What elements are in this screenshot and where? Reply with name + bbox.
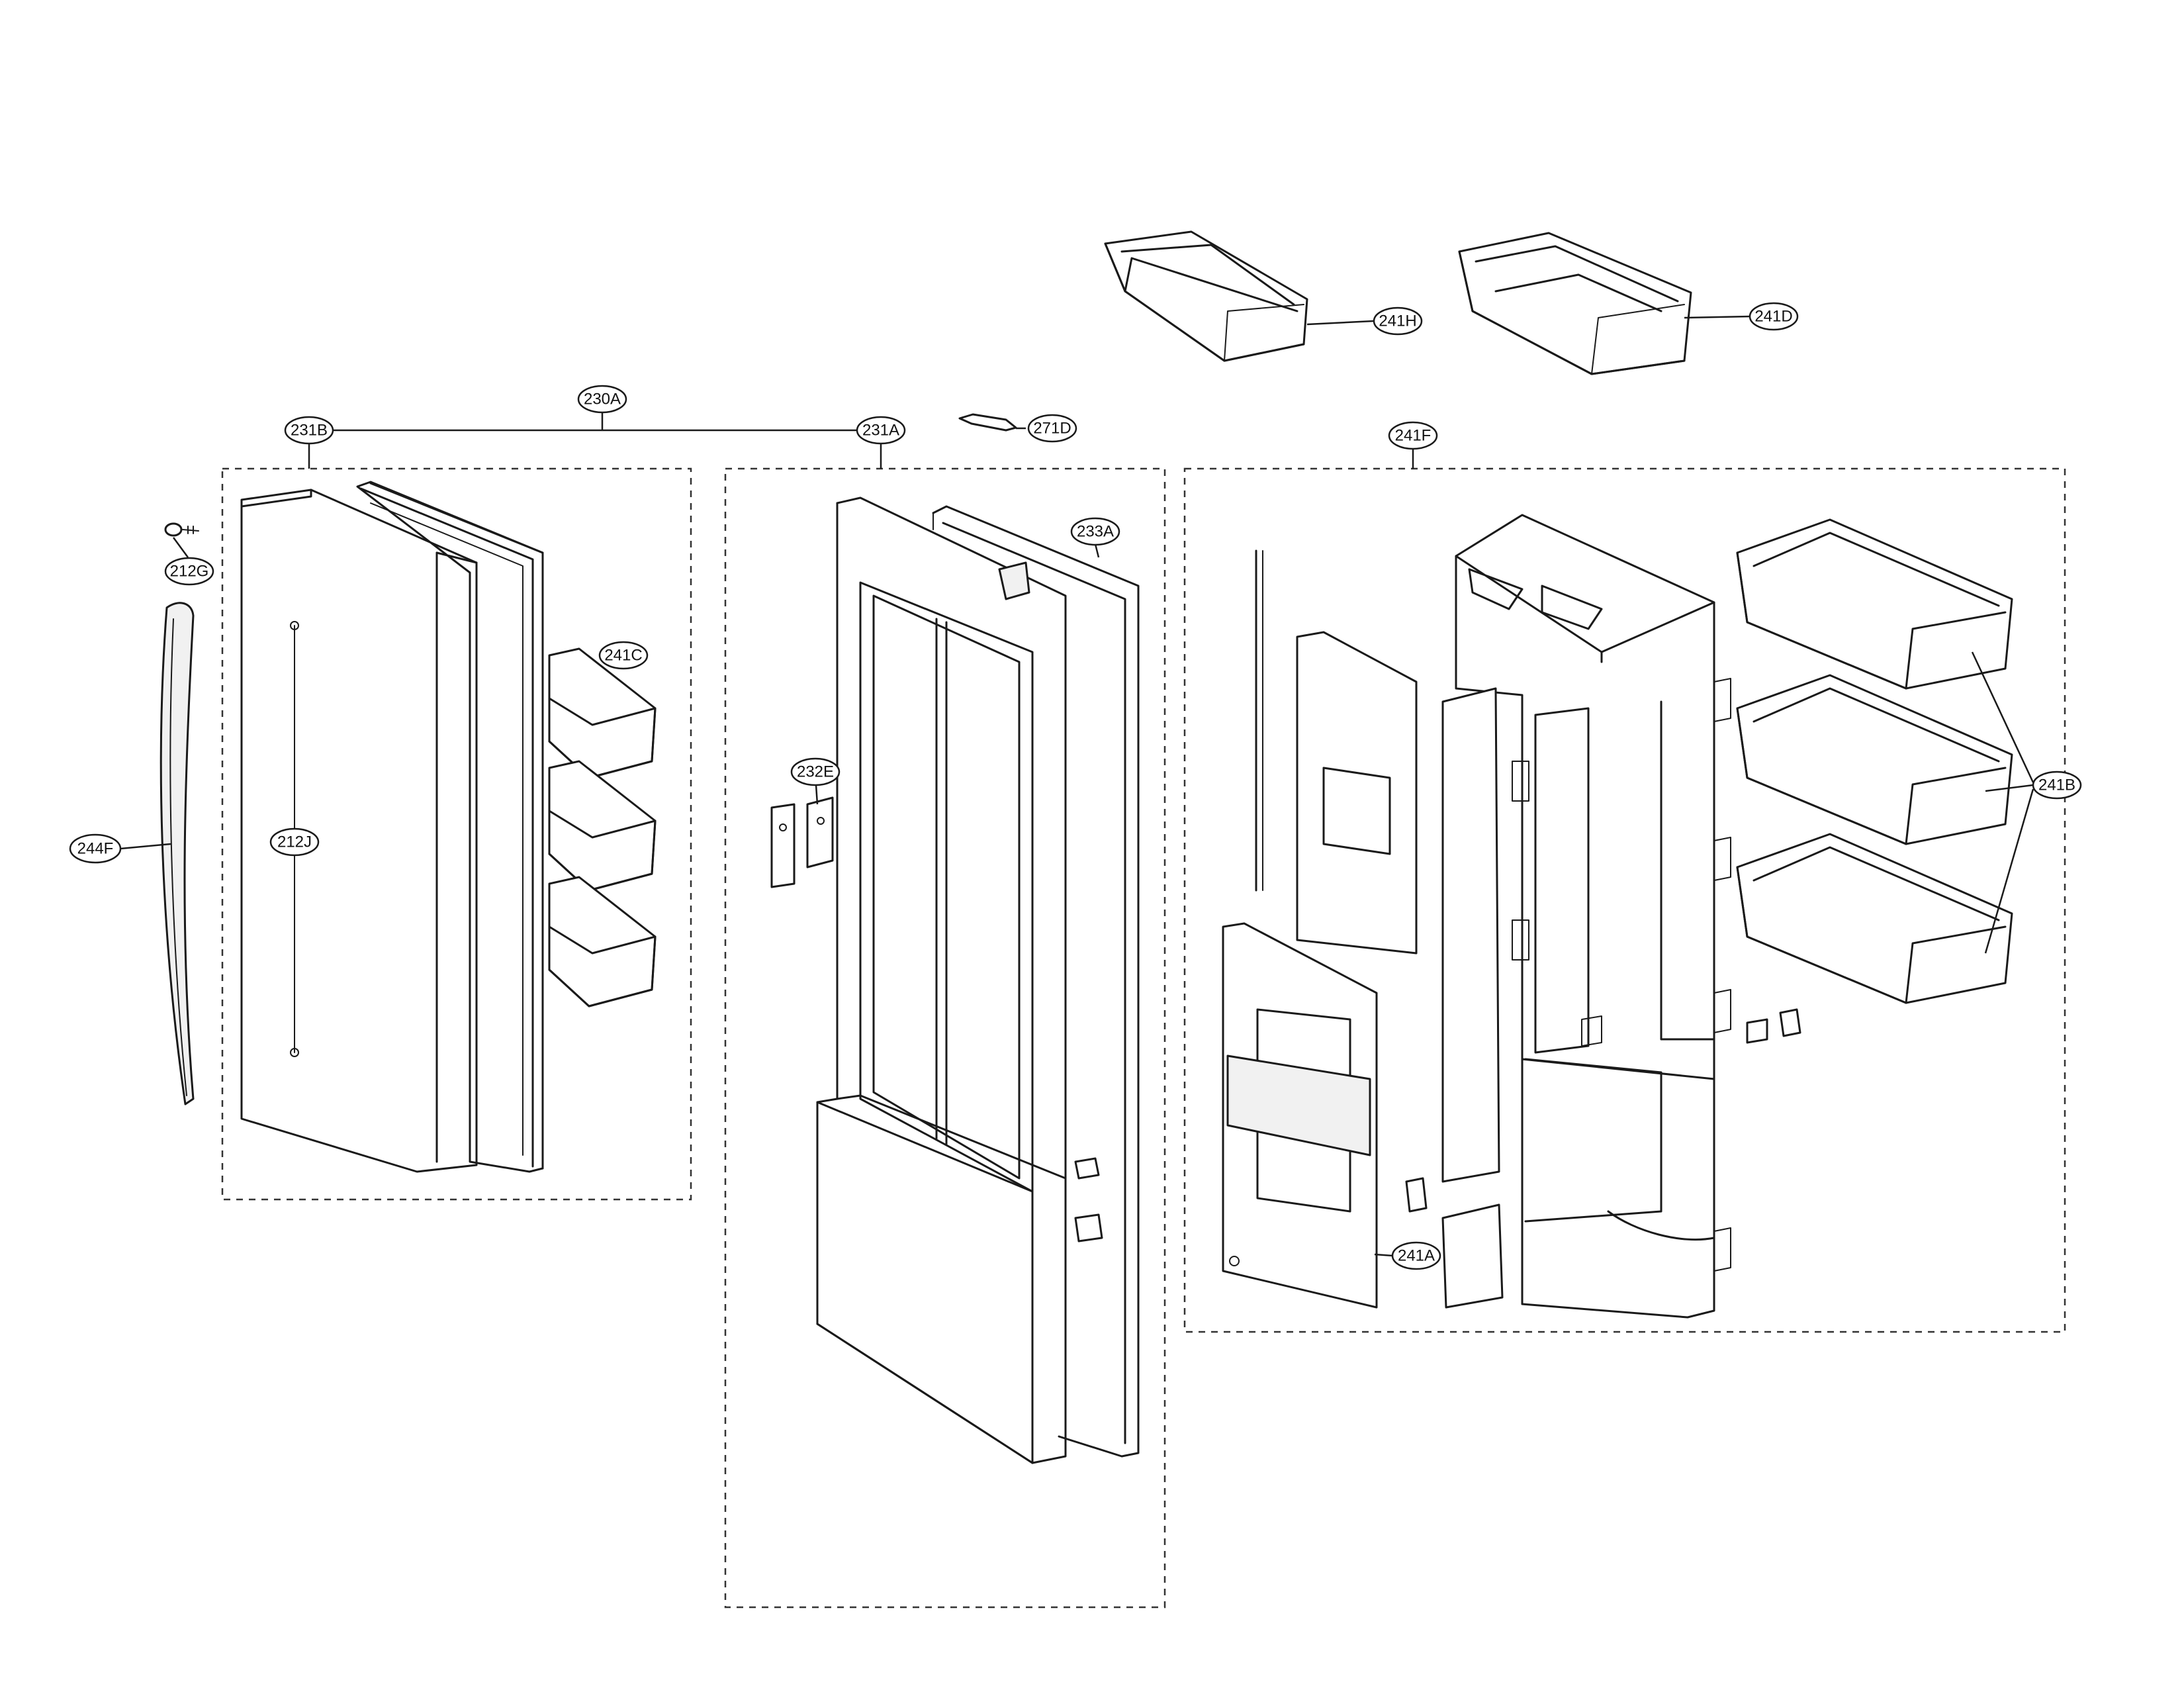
callout-241d: 241D xyxy=(1749,302,1799,331)
callout-233a-label: 233A xyxy=(1077,523,1114,541)
callout-271d: 271D xyxy=(1027,414,1077,443)
callout-241b-label: 241B xyxy=(2038,776,2075,794)
callout-241f: 241F xyxy=(1388,421,1438,450)
center-door-231a xyxy=(816,496,1067,1464)
liner-panel-241a xyxy=(1222,922,1378,1309)
callout-212j: 212J xyxy=(269,827,320,857)
callout-212g: 212G xyxy=(164,557,214,586)
callout-230a: 230A xyxy=(577,385,627,414)
callout-241c-label: 241C xyxy=(604,647,642,665)
left-door-231b xyxy=(240,489,478,1173)
callout-241c: 241C xyxy=(598,641,649,670)
callout-241a-label: 241A xyxy=(1398,1247,1435,1265)
door-rail xyxy=(1255,549,1263,892)
callout-232e: 232E xyxy=(790,757,841,786)
group-box-door-liner xyxy=(1183,467,2066,1333)
callout-231b: 231B xyxy=(284,416,334,445)
callout-241h-label: 241H xyxy=(1379,312,1416,330)
callout-231a: 231A xyxy=(856,416,906,445)
callout-241b: 241B xyxy=(2032,771,2082,800)
callout-212g-label: 212G xyxy=(170,563,209,581)
callout-271d-label: 271D xyxy=(1033,420,1071,438)
door-bin-241d xyxy=(1458,232,1692,375)
center-door-gasket-233a xyxy=(932,505,1140,1458)
callout-244f: 244F xyxy=(69,833,122,864)
left-door-gasket xyxy=(356,481,544,1173)
liner-panel-upper xyxy=(1296,631,1418,955)
hinge-clips xyxy=(1074,1157,1103,1243)
bracket-271d xyxy=(958,413,1017,432)
callout-244f-label: 244F xyxy=(77,840,114,858)
callout-231b-label: 231B xyxy=(291,422,328,440)
callout-233a: 233A xyxy=(1070,517,1120,546)
door-liner-241f xyxy=(1441,514,1731,1319)
door-bin-241h xyxy=(1104,230,1308,362)
door-bin-241c xyxy=(548,647,657,1008)
screw-212g xyxy=(164,522,199,537)
door-handle-244f xyxy=(159,602,195,1105)
door-bins-241b xyxy=(1736,518,2013,1004)
leader-lines xyxy=(120,315,2034,1257)
callout-232e-label: 232E xyxy=(797,763,834,781)
callout-230a-label: 230A xyxy=(584,391,621,408)
group-box-left-door xyxy=(221,467,692,1201)
latch-232e xyxy=(770,796,834,888)
callout-241d-label: 241D xyxy=(1754,308,1792,326)
group-box-center-door xyxy=(724,467,1166,1609)
callout-241a: 241A xyxy=(1391,1241,1441,1270)
callout-212j-label: 212J xyxy=(277,833,312,851)
callout-231a-label: 231A xyxy=(862,422,899,440)
liner-clips xyxy=(1405,1008,1801,1213)
callout-241f-label: 241F xyxy=(1395,427,1432,445)
callout-241h: 241H xyxy=(1373,306,1423,336)
